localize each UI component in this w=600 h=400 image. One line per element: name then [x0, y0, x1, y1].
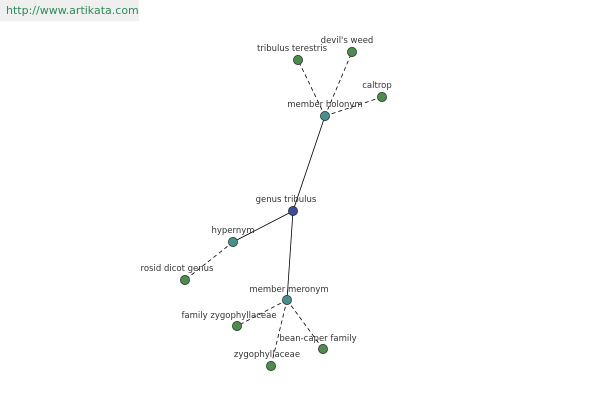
node-leaf-family-zygophyllaceae[interactable] — [232, 321, 242, 331]
edge-holonym-devil-s-weed — [324, 51, 353, 117]
label-leaf-bean-caper-family: bean-caper family — [279, 334, 356, 344]
node-leaf-bean-caper-family[interactable] — [318, 344, 328, 354]
label-leaf-family-zygophyllaceae: family zygophyllaceae — [181, 311, 276, 321]
label-root: genus tribulus — [256, 195, 317, 205]
label-relation-holonym: member holonym — [287, 100, 362, 110]
label-leaf-tribulus-terestris: tribulus terestris — [257, 44, 328, 54]
url-bar: http://www.artikata.com — [0, 0, 139, 21]
node-leaf-tribulus-terestris[interactable] — [293, 55, 303, 65]
label-leaf-devil-s-weed: devil's weed — [321, 36, 374, 46]
node-relation-hypernym[interactable] — [228, 237, 238, 247]
site-url-link[interactable]: http://www.artikata.com — [6, 4, 139, 17]
label-relation-hypernym: hypernym — [211, 226, 254, 236]
graph-labels: genus tribulus member holonym tribulus ter… — [141, 36, 392, 360]
label-relation-meronym: member meronym — [249, 285, 328, 295]
node-root[interactable] — [288, 206, 298, 216]
edge-root-meronym — [286, 210, 294, 301]
edge-meronym-bean-caper-family — [286, 299, 324, 350]
graph-nodes — [180, 47, 387, 371]
label-leaf-caltrop: caltrop — [362, 81, 391, 91]
node-leaf-zygophyllaceae[interactable] — [266, 361, 276, 371]
edge-root-hypernym — [232, 210, 294, 243]
edge-root-holonym — [292, 115, 326, 212]
label-leaf-rosid-dicot-genus: rosid dicot genus — [141, 264, 214, 274]
edge-meronym-family-zygophyllaceae — [236, 299, 288, 327]
node-leaf-caltrop[interactable] — [377, 92, 387, 102]
graph-edges — [184, 51, 383, 367]
node-relation-holonym[interactable] — [320, 111, 330, 121]
edge-hypernym-rosid-dicot-genus — [184, 241, 234, 281]
edge-meronym-zygophyllaceae — [270, 299, 288, 367]
edge-holonym-caltrop — [324, 96, 383, 117]
node-leaf-devil-s-weed[interactable] — [347, 47, 357, 57]
edge-holonym-tribulus-terestris — [297, 59, 326, 117]
node-relation-meronym[interactable] — [282, 295, 292, 305]
node-leaf-rosid-dicot-genus[interactable] — [180, 275, 190, 285]
label-leaf-zygophyllaceae: zygophyllaceae — [234, 350, 300, 360]
